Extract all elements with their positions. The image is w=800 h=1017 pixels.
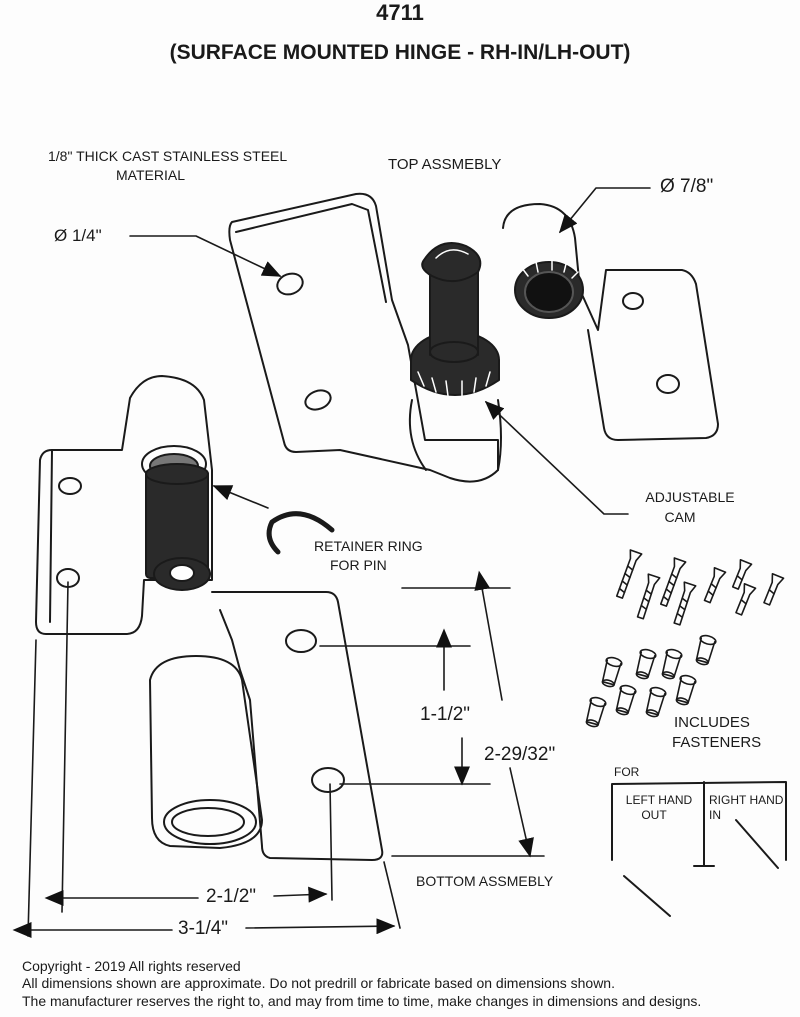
dimension-hole-offset: 2-1/2" bbox=[206, 886, 257, 907]
fasteners-label-line2: FASTENERS bbox=[672, 734, 762, 751]
dimension-lines bbox=[12, 570, 545, 938]
part-number: 4711 bbox=[376, 0, 424, 25]
leader-lines bbox=[129, 187, 651, 515]
dimension-overall-width: 3-1/4" bbox=[178, 918, 229, 939]
top-assembly-right-leaf bbox=[502, 203, 719, 441]
retainer-ring-label-line2: FOR PIN bbox=[330, 557, 387, 573]
dimension-leaf-height: 2-29/32" bbox=[484, 744, 556, 765]
adjustable-cam-pin bbox=[410, 242, 500, 397]
orientation-for-label: FOR bbox=[614, 765, 640, 779]
fasteners-label-line1: INCLUDES bbox=[674, 714, 750, 731]
retainer-ring bbox=[266, 511, 335, 555]
hinge-pin bbox=[145, 463, 211, 591]
fasteners bbox=[585, 549, 785, 728]
retainer-ring-label-line1: RETAINER RING bbox=[314, 538, 423, 554]
bottom-assembly-right-leaf bbox=[149, 591, 384, 861]
rights-text: The manufacturer reserves the right to, … bbox=[22, 993, 702, 1009]
page-title: (SURFACE MOUNTED HINGE - RH-IN/LH-OUT) bbox=[169, 41, 631, 64]
orientation-left-line2: OUT bbox=[641, 808, 667, 822]
material-label-line1: 1/8" THICK CAST STAINLESS STEEL bbox=[48, 148, 288, 164]
material-label-line2: MATERIAL bbox=[116, 167, 185, 183]
adjustable-cam-label-line1: ADJUSTABLE bbox=[645, 489, 735, 505]
disclaimer-text: All dimensions shown are approximate. Do… bbox=[22, 975, 615, 991]
dimension-hole-spacing: 1-1/2" bbox=[420, 704, 471, 725]
top-assembly-label: TOP ASSMEBLY bbox=[388, 156, 502, 173]
bottom-assembly-label: BOTTOM ASSMEBLY bbox=[416, 873, 554, 889]
orientation-left-line1: LEFT HAND bbox=[625, 793, 693, 807]
orientation-right-line2: IN bbox=[709, 808, 721, 822]
orientation-right-line1: RIGHT HAND bbox=[709, 793, 784, 807]
top-assembly-leaf bbox=[228, 192, 502, 483]
copyright-text: Copyright - 2019 All rights reserved bbox=[22, 958, 241, 974]
diameter-seven-eighths-label: Ø 7/8" bbox=[660, 176, 714, 197]
orientation-key bbox=[611, 781, 787, 917]
diameter-quarter-label: Ø 1/4" bbox=[54, 226, 102, 245]
adjustable-cam-label-line2: CAM bbox=[664, 509, 696, 525]
